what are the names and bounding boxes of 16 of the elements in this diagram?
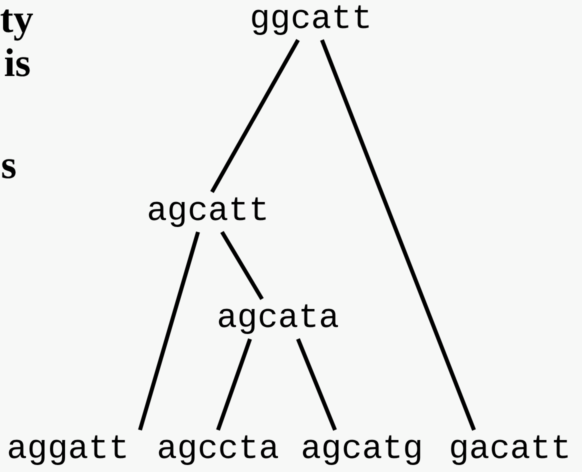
tree-branch	[138, 231, 200, 431]
text-fragment: ty	[0, 0, 34, 43]
sequence-label: agcatg	[300, 433, 424, 467]
text-fragment: s	[1, 141, 17, 189]
sequence-label: ggcatt	[250, 3, 372, 37]
tree-branch	[216, 338, 252, 431]
sequence-label: agcata	[216, 302, 340, 336]
sequence-label: aggatt	[6, 433, 130, 467]
tree-branch	[210, 39, 300, 193]
tree-branch	[320, 39, 476, 431]
sequence-label: agccta	[156, 433, 280, 467]
text-fragment: is	[4, 40, 31, 87]
tree-branch	[296, 338, 337, 431]
tree-branch	[220, 230, 264, 300]
sequence-label: gacatt	[448, 433, 572, 467]
sequence-label: agcatt	[146, 195, 270, 229]
